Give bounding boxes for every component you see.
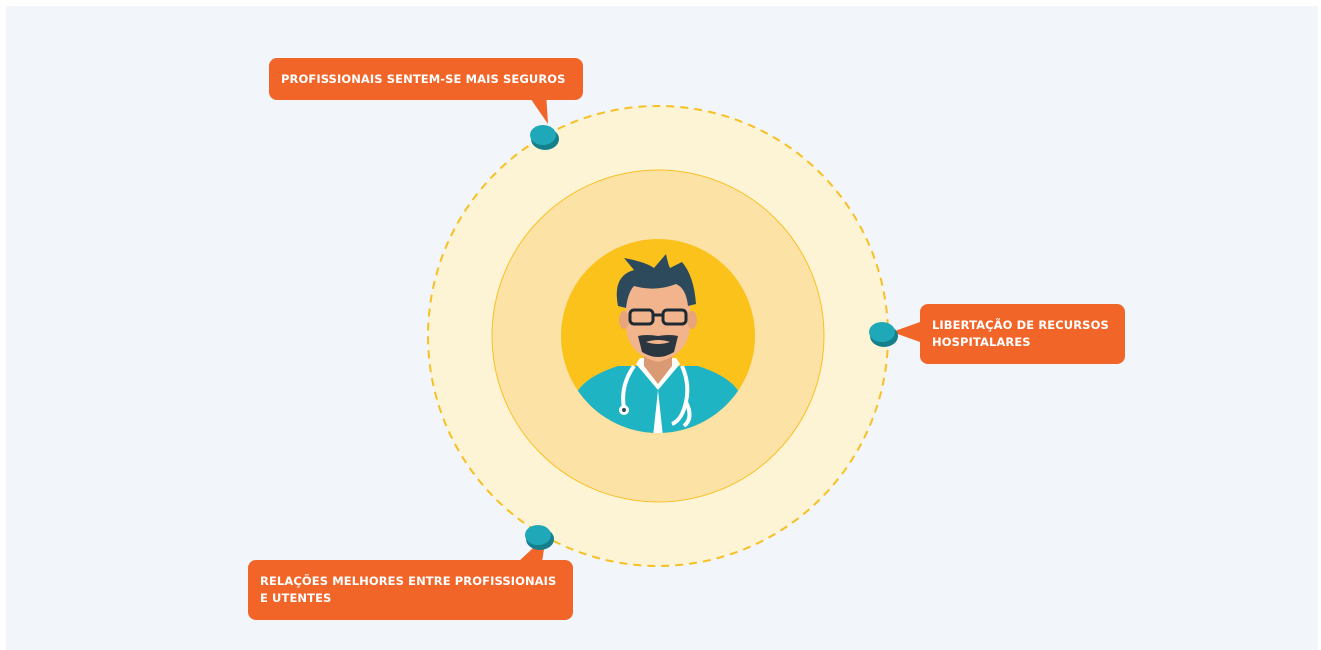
callout-top-pointer	[526, 92, 548, 124]
callout-right-pointer	[892, 322, 920, 342]
diagram-canvas: PROFISSIONAIS SENTEM-SE MAIS SEGUROS LIB…	[6, 6, 1318, 650]
benefit-label: LIBERTAÇÃO DE RECURSOS HOSPITALARES	[932, 318, 1109, 349]
orbit-node-right	[869, 322, 898, 347]
benefit-label: RELAÇÕES MELHORES ENTRE PROFISSIONAIS E …	[260, 574, 557, 605]
benefit-callout-relations: RELAÇÕES MELHORES ENTRE PROFISSIONAIS E …	[248, 560, 573, 620]
orbit-diagram	[427, 92, 920, 567]
benefit-callout-resources: LIBERTAÇÃO DE RECURSOS HOSPITALARES	[920, 304, 1125, 364]
benefit-callout-safety: PROFISSIONAIS SENTEM-SE MAIS SEGUROS	[269, 58, 583, 100]
benefit-label: PROFISSIONAIS SENTEM-SE MAIS SEGUROS	[281, 71, 566, 86]
orbit-node-top	[530, 125, 559, 150]
orbit-node-bottom	[525, 525, 554, 550]
